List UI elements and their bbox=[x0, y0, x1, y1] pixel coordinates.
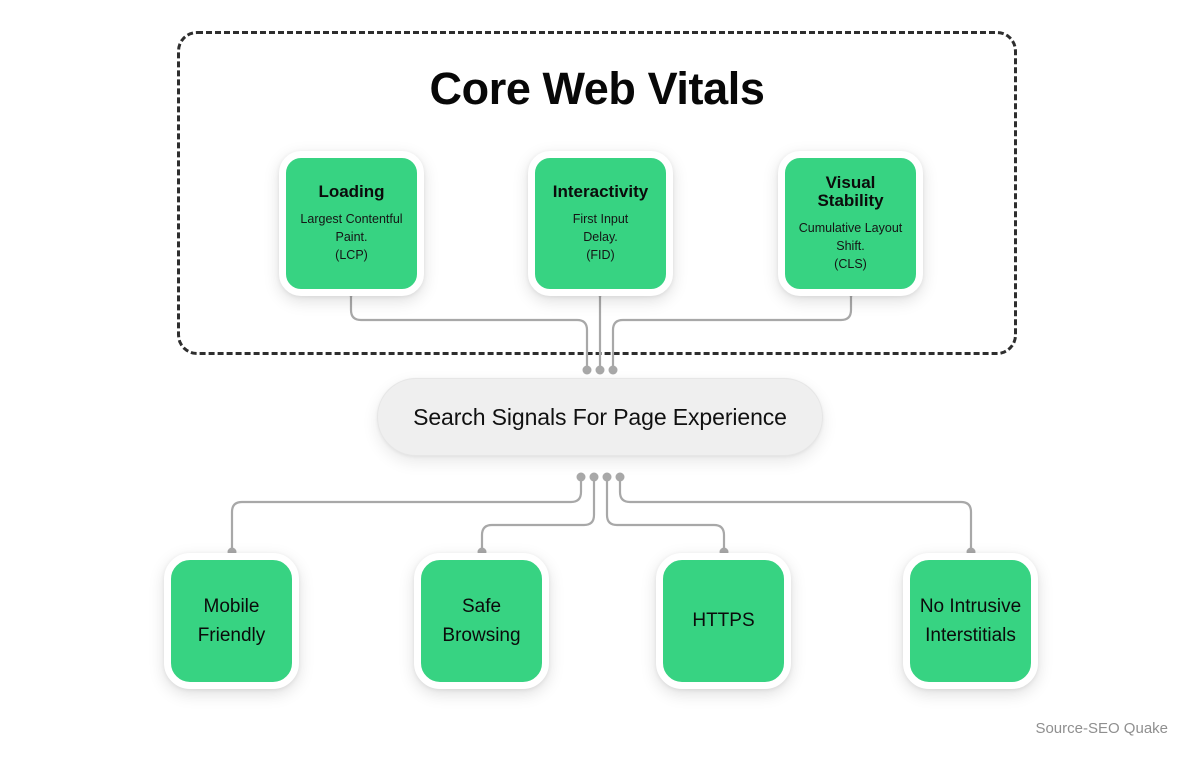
card-loading-title: Loading bbox=[318, 181, 385, 201]
card-interactivity-sub-line1: First Input bbox=[572, 211, 629, 226]
card-loading-sub-line1: Largest Contentful bbox=[300, 211, 403, 226]
wire-dot-hub-bottom-2 bbox=[589, 472, 599, 482]
core-web-vitals-group: Core Web Vitals bbox=[177, 31, 1017, 355]
search-signals-hub-label: Search Signals For Page Experience bbox=[413, 403, 787, 430]
wire-dot-hub-top-1 bbox=[582, 365, 592, 375]
card-interactivity-sub-line3: (FID) bbox=[586, 247, 615, 262]
card-https-line1: HTTPS bbox=[692, 610, 755, 632]
card-no-intrusive-interstitials-label: No Intrusive Interstitials bbox=[920, 592, 1021, 651]
wire-dot-hub-bottom-3 bbox=[602, 472, 612, 482]
wire-dot-hub-top-2 bbox=[595, 365, 605, 375]
card-safe-browsing-label: Safe Browsing bbox=[442, 592, 520, 651]
wire-hub-to-nointrusive bbox=[618, 475, 973, 553]
card-visual-stability-sub-line3: (CLS) bbox=[834, 257, 867, 272]
card-no-intrusive-interstitials-line1: No Intrusive bbox=[919, 595, 1022, 617]
card-safe-browsing[interactable]: Safe Browsing bbox=[414, 553, 549, 689]
card-visual-stability-sub-line2: Shift. bbox=[836, 239, 865, 254]
card-https[interactable]: HTTPS bbox=[656, 553, 791, 689]
wire-dot-hub-bottom-1 bbox=[576, 472, 586, 482]
card-https-label: HTTPS bbox=[692, 606, 754, 635]
card-loading[interactable]: Loading Largest Contentful Paint. (LCP) bbox=[279, 151, 424, 296]
card-loading-sub-line3: (LCP) bbox=[335, 247, 368, 262]
card-interactivity-subtitle: First Input Delay. (FID) bbox=[573, 210, 629, 264]
card-visual-stability-title: Visual Stability bbox=[817, 172, 884, 211]
page-title: Core Web Vitals bbox=[429, 63, 765, 114]
card-interactivity-title: Interactivity bbox=[552, 181, 649, 201]
card-interactivity-sub-line2: Delay. bbox=[583, 229, 618, 244]
source-credit: Source-SEO Quake bbox=[1035, 720, 1168, 737]
card-no-intrusive-interstitials-line2: Interstitials bbox=[925, 625, 1016, 646]
card-mobile-friendly[interactable]: Mobile Friendly bbox=[164, 553, 299, 689]
wire-hub-to-https bbox=[605, 475, 726, 553]
card-safe-browsing-line2: Browsing bbox=[442, 625, 521, 646]
wire-hub-to-mobile bbox=[230, 475, 583, 553]
card-visual-stability[interactable]: Visual Stability Cumulative Layout Shift… bbox=[778, 151, 923, 296]
card-loading-subtitle: Largest Contentful Paint. (LCP) bbox=[300, 210, 402, 264]
card-mobile-friendly-label: Mobile Friendly bbox=[198, 592, 266, 651]
search-signals-hub[interactable]: Search Signals For Page Experience bbox=[377, 378, 823, 456]
card-no-intrusive-interstitials[interactable]: No Intrusive Interstitials bbox=[903, 553, 1038, 689]
card-interactivity[interactable]: Interactivity First Input Delay. (FID) bbox=[528, 151, 673, 296]
card-visual-stability-sub-line1: Cumulative Layout bbox=[798, 221, 903, 235]
wire-dot-hub-bottom-4 bbox=[615, 472, 625, 482]
card-visual-stability-subtitle: Cumulative Layout Shift. (CLS) bbox=[799, 219, 903, 273]
card-loading-sub-line2: Paint. bbox=[335, 229, 368, 244]
card-mobile-friendly-line1: Mobile bbox=[203, 595, 260, 617]
card-mobile-friendly-line2: Friendly bbox=[197, 625, 266, 646]
wire-dot-hub-top-3 bbox=[608, 365, 618, 375]
wire-hub-to-safe bbox=[480, 475, 596, 553]
card-safe-browsing-line1: Safe bbox=[461, 595, 502, 617]
